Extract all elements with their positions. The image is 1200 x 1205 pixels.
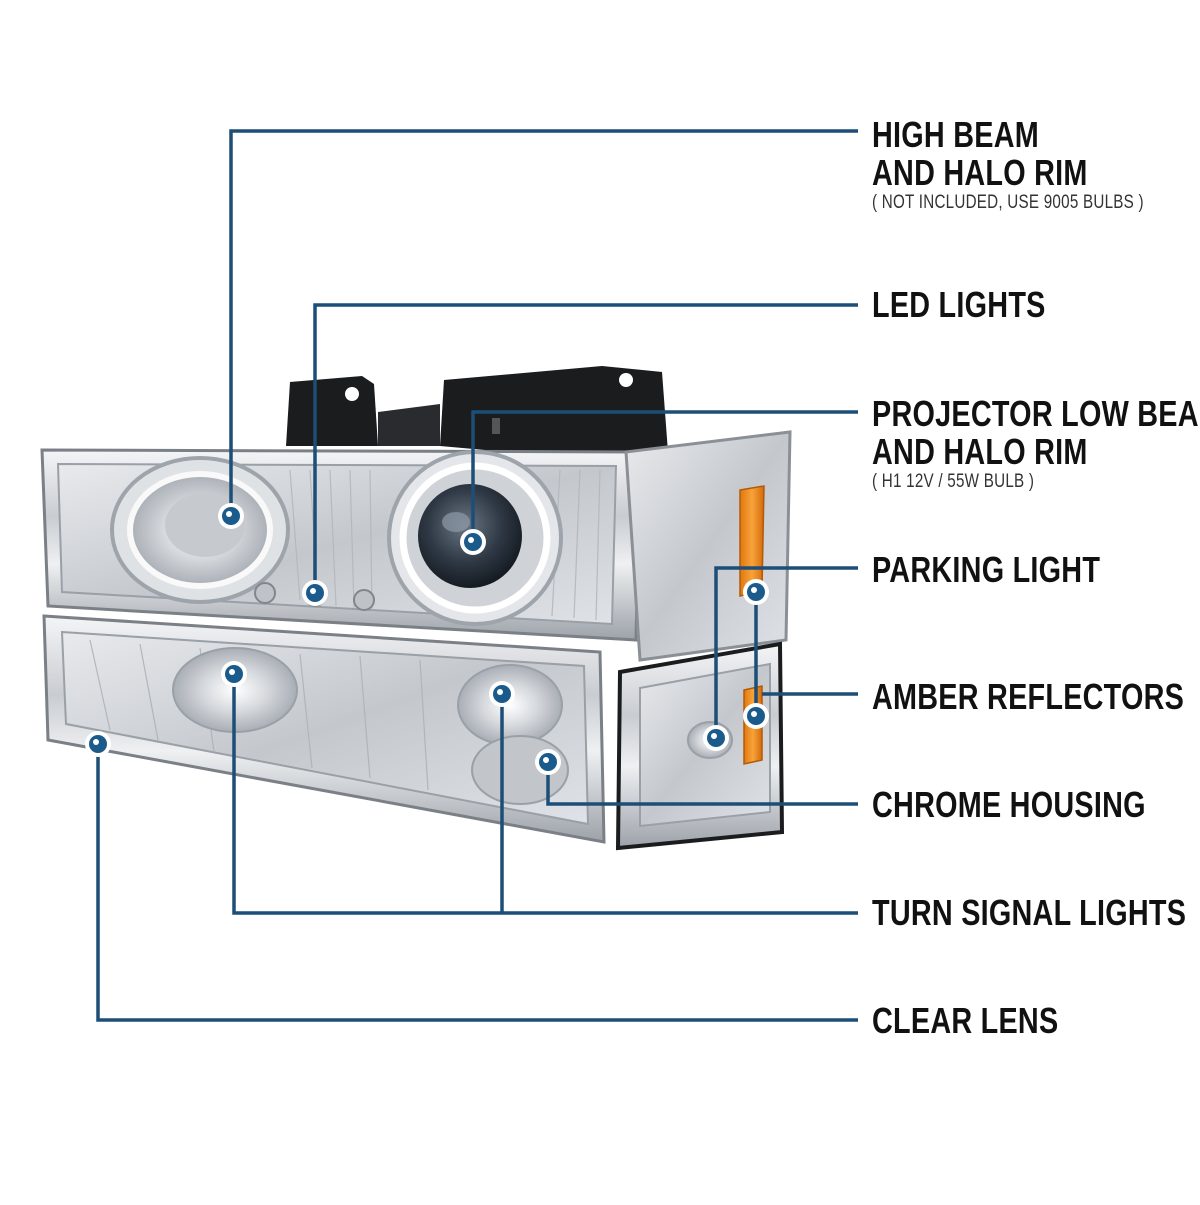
bumper-light-housing [42,614,606,844]
callout-text: LED LIGHTS [872,284,1046,325]
headlight-housing [40,448,642,642]
callout-text: AND HALO RIM [872,431,1088,472]
callout-note: ( NOT INCLUDED, USE 9005 BULBS ) [872,192,1144,213]
leader-chrome-housing [546,764,858,806]
callout-leader-lines [96,129,858,1022]
leader-led-lights [313,303,858,596]
marker-led-lights [302,580,328,606]
corner-light-housing [615,430,792,851]
callout-label-parking-light: PARKING LIGHT [872,551,1100,589]
marker-amber-reflector-lower [743,703,769,729]
mounting-bracket [286,366,668,462]
leader-turn-signal-lights [232,674,858,915]
callout-label-led-lights: LED LIGHTS [872,286,1046,324]
callout-markers [85,503,769,775]
callout-label-clear-lens: CLEAR LENS [872,1002,1058,1040]
callout-label-projector-low-beam: PROJECTOR LOW BEAM AND HALO RIM ( H1 12V… [872,395,1200,493]
marker-clear-lens [85,731,111,757]
callout-label-amber-reflectors: AMBER REFLECTORS [872,678,1184,716]
callout-text: HIGH BEAM [872,114,1039,155]
marker-parking-light [703,725,729,751]
callout-label-turn-signal-lights: TURN SIGNAL LIGHTS [872,894,1186,932]
leader-high-beam [229,129,858,516]
leader-projector-low-beam [471,410,858,542]
callout-text: PROJECTOR LOW BEAM [872,393,1200,434]
callout-text: TURN SIGNAL LIGHTS [872,892,1187,933]
callout-text: AND HALO RIM [872,152,1088,193]
marker-turn-signal-right [489,681,515,707]
marker-chrome-housing [535,749,561,775]
marker-turn-signal-left [221,661,247,687]
callout-label-chrome-housing: CHROME HOUSING [872,786,1146,824]
marker-projector-low-beam [460,529,486,555]
callout-text: PARKING LIGHT [872,549,1101,590]
callout-text: AMBER REFLECTORS [872,676,1185,717]
marker-amber-reflector-upper [743,579,769,605]
callout-text: CHROME HOUSING [872,784,1146,825]
callout-note: ( H1 12V / 55W BULB ) [872,471,1035,492]
leader-parking-light [714,566,858,738]
marker-high-beam [218,503,244,529]
callout-text: CLEAR LENS [872,1000,1059,1041]
leader-clear-lens [96,744,858,1022]
callout-label-high-beam: HIGH BEAM AND HALO RIM ( NOT INCLUDED, U… [872,116,1144,214]
